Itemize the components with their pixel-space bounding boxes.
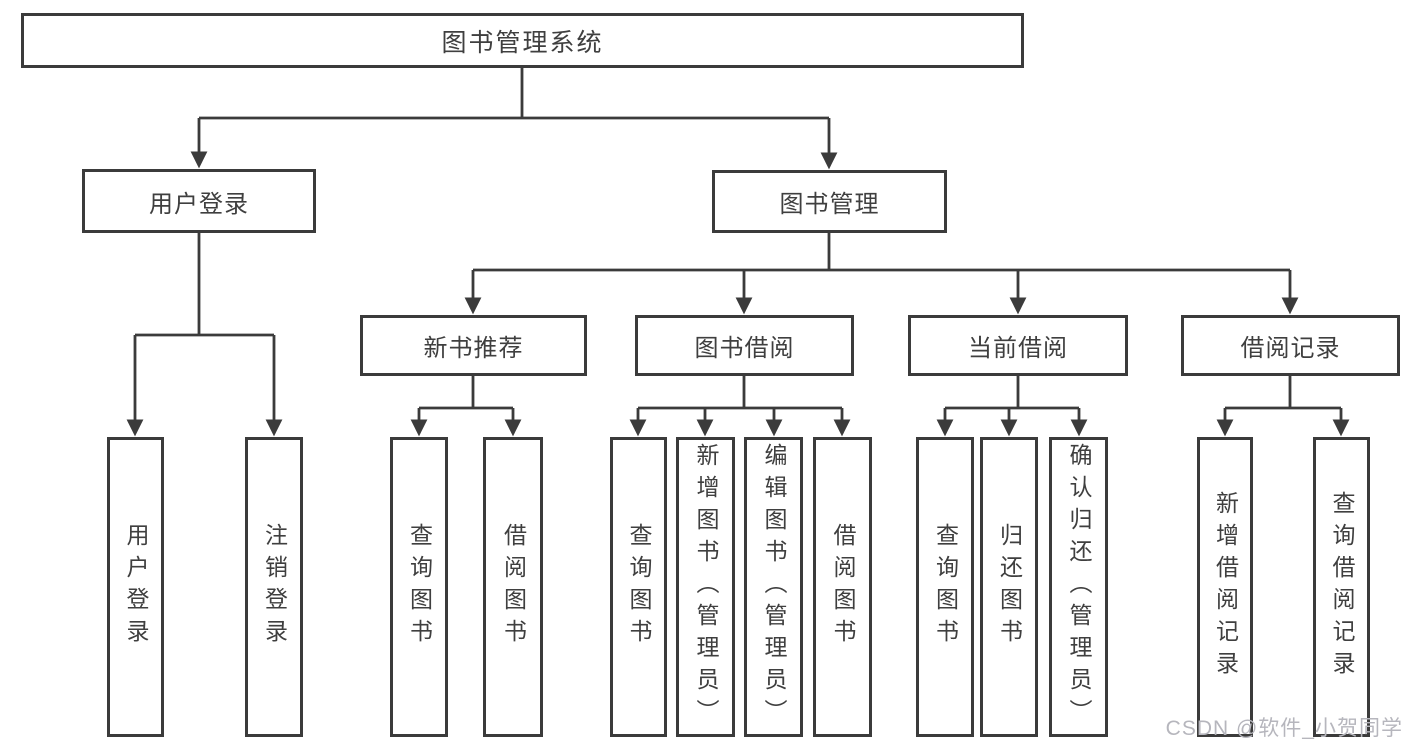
leaf-user-login: 用户登录 [107, 437, 164, 737]
leaf-add-books-admin: 新增图书（管理员） [676, 437, 735, 737]
leaf-query-books-current: 查询图书 [916, 437, 974, 737]
node-user-login: 用户登录 [82, 169, 316, 233]
node-current-borrow: 当前借阅 [908, 315, 1128, 376]
leaf-logout: 注销登录 [245, 437, 303, 737]
watermark: CSDN @软件_小贺同学 [1165, 717, 1403, 740]
node-new-book-recommend: 新书推荐 [360, 315, 587, 376]
node-book-borrow: 图书借阅 [635, 315, 854, 376]
leaf-edit-books-admin: 编辑图书（管理员） [744, 437, 803, 737]
node-library-management-system: 图书管理系统 [21, 13, 1024, 68]
leaf-query-books-recommend: 查询图书 [390, 437, 448, 737]
leaf-query-books-borrow: 查询图书 [610, 437, 667, 737]
leaf-return-books: 归还图书 [980, 437, 1038, 737]
node-borrow-records: 借阅记录 [1181, 315, 1400, 376]
leaf-query-borrow-record: 查询借阅记录 [1313, 437, 1370, 737]
leaf-borrow-books: 借阅图书 [813, 437, 872, 737]
leaf-borrow-books-recommend: 借阅图书 [483, 437, 543, 737]
leaf-confirm-return-admin: 确认归还（管理员） [1049, 437, 1108, 737]
node-book-management: 图书管理 [712, 170, 947, 233]
leaf-add-borrow-record: 新增借阅记录 [1197, 437, 1253, 737]
